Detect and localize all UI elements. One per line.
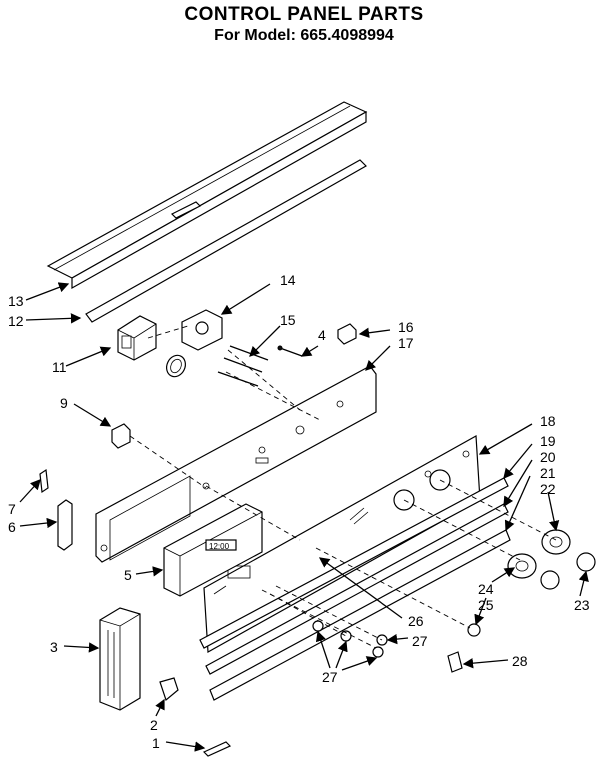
part-24-knob [507,553,537,579]
callout-1: 1 [152,735,160,751]
part-23-knob [540,552,596,590]
callout-26: 26 [408,613,424,629]
callout-2: 2 [150,717,158,733]
diagram-subtitle: For Model: 665.4098994 [214,27,394,44]
part-15-wires [217,345,269,387]
callout-5: 5 [124,567,132,583]
part-7-clip [39,468,49,494]
part-25-nut [467,623,481,637]
callout-6: 6 [8,519,16,535]
clock-readout: 12:00 [209,542,230,551]
callout-11: 11 [52,359,67,375]
part-13-top-trim [46,101,368,290]
callout-15: 15 [280,312,296,328]
callout-4: 4 [318,327,326,343]
part-18-control-panel [203,435,481,653]
callout-14: 14 [280,272,296,288]
leader-lines [19,282,589,752]
callout-17: 17 [398,335,414,351]
part-14-selector [181,309,223,351]
callout-25: 25 [478,597,494,613]
part-16-clip [337,323,357,345]
callout-12: 12 [8,313,24,329]
callout-20: 20 [540,449,556,465]
callout-13: 13 [8,293,24,309]
alignment-lines [129,325,557,649]
callout-24: 24 [478,581,494,597]
callout-3: 3 [50,639,58,655]
part-6-bracket [57,499,73,551]
callout-21: 21 [540,465,556,481]
part-9-clip [111,423,131,449]
callout-16: 16 [398,319,414,335]
part-12-strip [85,159,367,323]
callout-9: 9 [60,395,68,411]
callout-23: 23 [574,597,590,613]
part-1-strip [202,741,232,757]
callout-27-right: 27 [412,633,428,649]
title-block: CONTROL PANEL PARTS For Model: 665.40989… [0,4,608,46]
callout-19: 19 [540,433,556,449]
part-5-clock: 12:00 [163,503,263,597]
callout-28: 28 [512,653,528,669]
callout-22: 22 [540,481,556,497]
part-28-clip [447,651,463,673]
part-27-bushings [312,620,388,658]
diagram-title: CONTROL PANEL PARTS [184,4,424,25]
part-3-block [99,607,141,711]
callout-18: 18 [540,413,556,429]
part-2-insert [159,677,179,702]
callout-27-bottom: 27 [322,669,338,685]
part-19-20-21-rails [199,477,511,701]
part-11-bracket [117,315,157,361]
part-4-connector [277,345,303,357]
ring-gasket [166,354,186,378]
callout-labels: 13 12 14 15 4 16 17 11 9 18 19 20 21 22 … [8,272,590,751]
part-22-knob [541,529,571,555]
callout-7: 7 [8,501,16,517]
